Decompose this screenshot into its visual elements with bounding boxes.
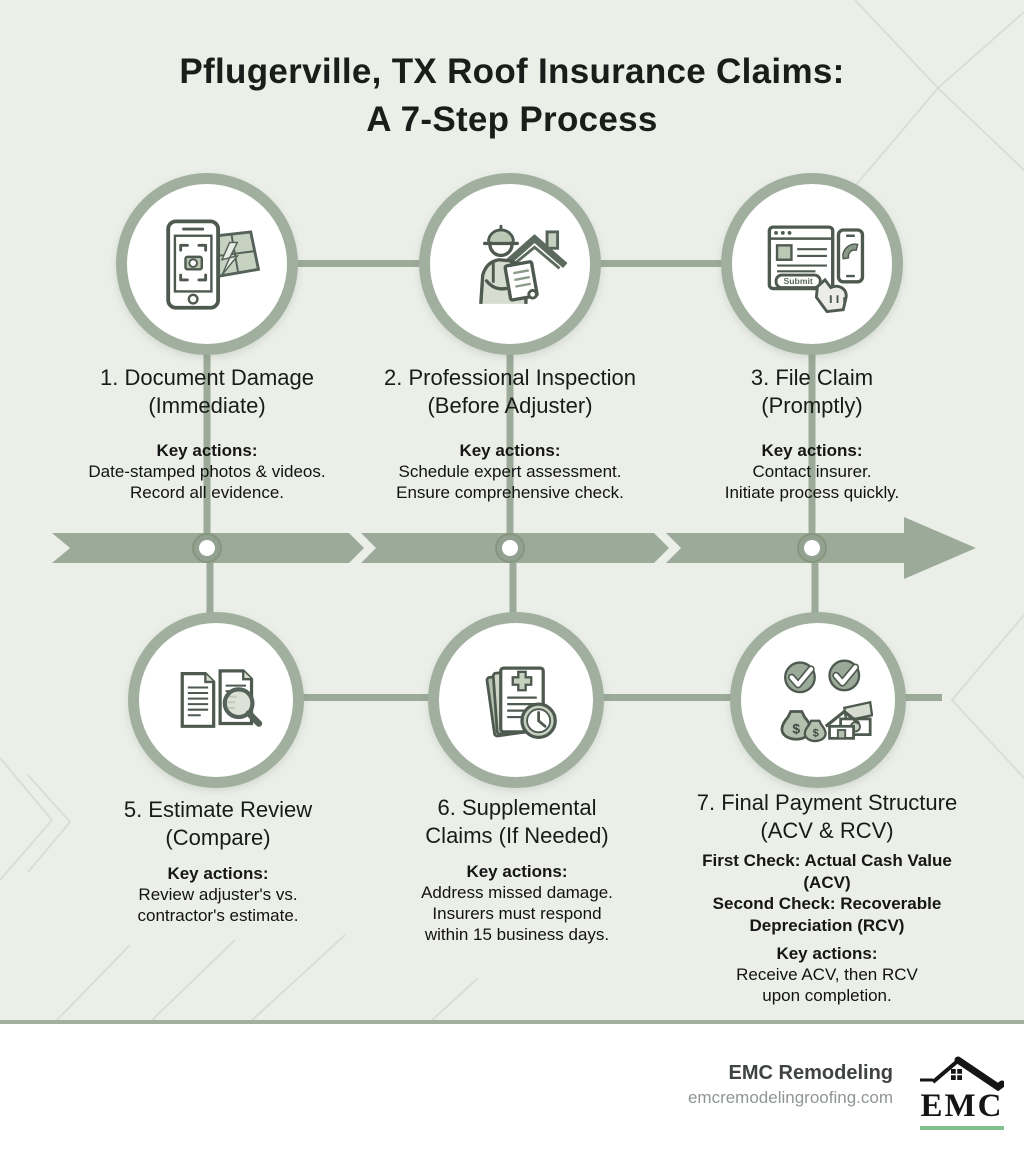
- step6-title: 6. Supplemental Claims (If Needed): [425, 795, 609, 849]
- step6-circle: [428, 612, 604, 788]
- step6-block: 6. Supplemental Claims (If Needed) Key a…: [377, 794, 657, 946]
- logo-text: EMC: [920, 1088, 1004, 1124]
- step6-action: Insurers must respond: [432, 904, 602, 924]
- page-title: Pflugerville, TX Roof Insurance Claims: …: [0, 48, 1024, 143]
- step3-key-label: Key actions:: [761, 441, 863, 461]
- step3-circle: Submit: [721, 173, 903, 355]
- step5-action: contractor's estimate.: [137, 906, 299, 926]
- footer: EMC Remodeling emcremodelingroofing.com …: [0, 1024, 1024, 1154]
- step7-key-label: Key actions:: [776, 943, 878, 963]
- documents-magnifier-icon: [180, 668, 262, 728]
- step6-key-label: Key actions:: [466, 862, 568, 882]
- step5-key-label: Key actions:: [167, 864, 269, 884]
- step3-action: Contact insurer.: [752, 462, 872, 482]
- step2-block: 2. Professional Inspection (Before Adjus…: [360, 364, 660, 503]
- emc-logo: EMC: [920, 1054, 1004, 1130]
- checkmarks-moneybags-house-cash-icon: $ $: [780, 659, 873, 742]
- website-url: emcremodelingroofing.com: [687, 1088, 893, 1107]
- step1-title: 1. Document Damage (Immediate): [100, 365, 314, 419]
- step2-title: 2. Professional Inspection (Before Adjus…: [384, 365, 636, 419]
- step2-circle: [419, 173, 601, 355]
- step7-action: Receive ACV, then RCV: [736, 964, 918, 984]
- submit-button-label: Submit: [784, 277, 813, 287]
- step5-action: Review adjuster's vs.: [138, 885, 298, 905]
- step7-first-check: First Check: Actual Cash Value (ACV): [702, 851, 952, 892]
- step2-action: Ensure comprehensive check.: [396, 483, 624, 503]
- step1-action: Date-stamped photos & videos.: [88, 462, 326, 482]
- company-name: EMC Remodeling: [728, 1062, 893, 1084]
- step3-title: 3. File Claim (Promptly): [750, 365, 874, 419]
- step5-circle: [128, 612, 304, 788]
- footer-divider: [0, 1020, 1024, 1024]
- inspector-clipboard-roof-icon: [479, 225, 568, 305]
- step3-block: 3. File Claim (Promptly) Key actions: Co…: [677, 364, 947, 503]
- step1-key-label: Key actions:: [156, 441, 258, 461]
- step7-second-check: Second Check: Recoverable Depreciation (…: [712, 894, 942, 936]
- page-title-line1: Pflugerville, TX Roof Insurance Claims:: [179, 52, 845, 91]
- step1-action: Record all evidence.: [129, 483, 285, 503]
- submit-form-phone-icon: Submit: [768, 225, 865, 314]
- step2-key-label: Key actions:: [459, 441, 561, 461]
- step2-action: Schedule expert assessment.: [398, 462, 622, 482]
- step3-action: Initiate process quickly.: [724, 483, 900, 503]
- step7-payment-checks: First Check: Actual Cash Value (ACV) Sec…: [672, 850, 982, 936]
- page-title-line2: A 7-Step Process: [366, 99, 658, 139]
- money-bag-dollar-small: $: [812, 727, 818, 739]
- step1-circle: [116, 173, 298, 355]
- money-bag-dollar: $: [792, 720, 800, 736]
- step6-action: Address missed damage.: [421, 883, 613, 903]
- step7-action: upon completion.: [762, 985, 892, 1005]
- step5-title: 5. Estimate Review (Compare): [123, 797, 313, 851]
- logo-underline: [920, 1126, 1004, 1130]
- step7-title: 7. Final Payment Structure (ACV & RCV): [696, 790, 958, 844]
- step1-block: 1. Document Damage (Immediate) Key actio…: [57, 364, 357, 503]
- step7-circle: $ $: [730, 612, 906, 788]
- step6-action: within 15 business days.: [424, 925, 610, 945]
- roof-logo-icon: [920, 1056, 1004, 1092]
- step5-block: 5. Estimate Review (Compare) Key actions…: [73, 796, 363, 926]
- step7-block: 7. Final Payment Structure (ACV & RCV) F…: [672, 789, 982, 1006]
- medical-claim-docs-clock-icon: [485, 666, 557, 739]
- phone-camera-damaged-roof-icon: [166, 219, 261, 311]
